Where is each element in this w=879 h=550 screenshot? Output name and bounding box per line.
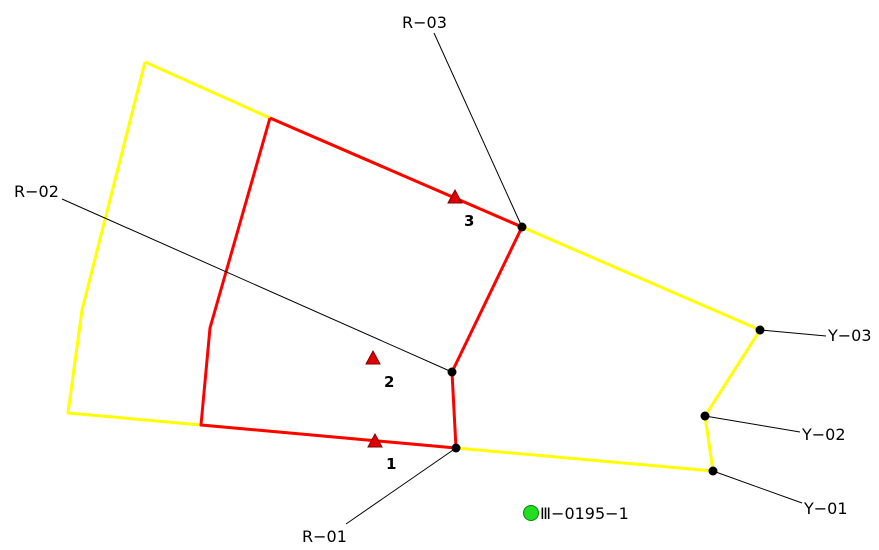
leader-lines [61, 32, 827, 525]
leader-line-r03 [433, 32, 523, 228]
vertex-point-r03 [517, 222, 527, 232]
triangle-marker-1-icon [367, 432, 383, 448]
green-circle-icon [523, 505, 539, 521]
marker-number-3: 3 [464, 212, 474, 230]
label-y03: Y−03 [827, 326, 872, 345]
vertex-point-y03 [755, 325, 765, 335]
label-y02: Y−02 [801, 425, 846, 444]
marker-number-1: 1 [386, 455, 396, 473]
label-r01: R−01 [302, 527, 347, 546]
vertex-point-r02 [447, 367, 457, 377]
vertex-point-y02 [700, 411, 710, 421]
triangle-markers [365, 188, 463, 448]
label-r02: R−02 [14, 182, 59, 201]
inner-boundary-line [199, 116, 524, 450]
marker-number-2: 2 [384, 373, 394, 391]
leader-line-y01 [712, 470, 803, 504]
vertex-point-r01 [451, 443, 461, 453]
vertex-points [447, 222, 765, 476]
leader-line-y03 [759, 329, 827, 337]
leader-line-r02 [61, 198, 453, 373]
leader-line-y02 [704, 415, 801, 433]
outer-boundary-line [66, 60, 762, 473]
label-y01: Y−01 [803, 499, 848, 518]
leader-line-r01 [345, 447, 457, 525]
vertex-point-y01 [708, 466, 718, 476]
triangle-marker-3-icon [447, 188, 463, 204]
reference-point-label: Ⅲ−0195−1 [540, 504, 629, 523]
triangle-marker-2-icon [365, 349, 381, 365]
label-r03: R−03 [402, 13, 447, 32]
